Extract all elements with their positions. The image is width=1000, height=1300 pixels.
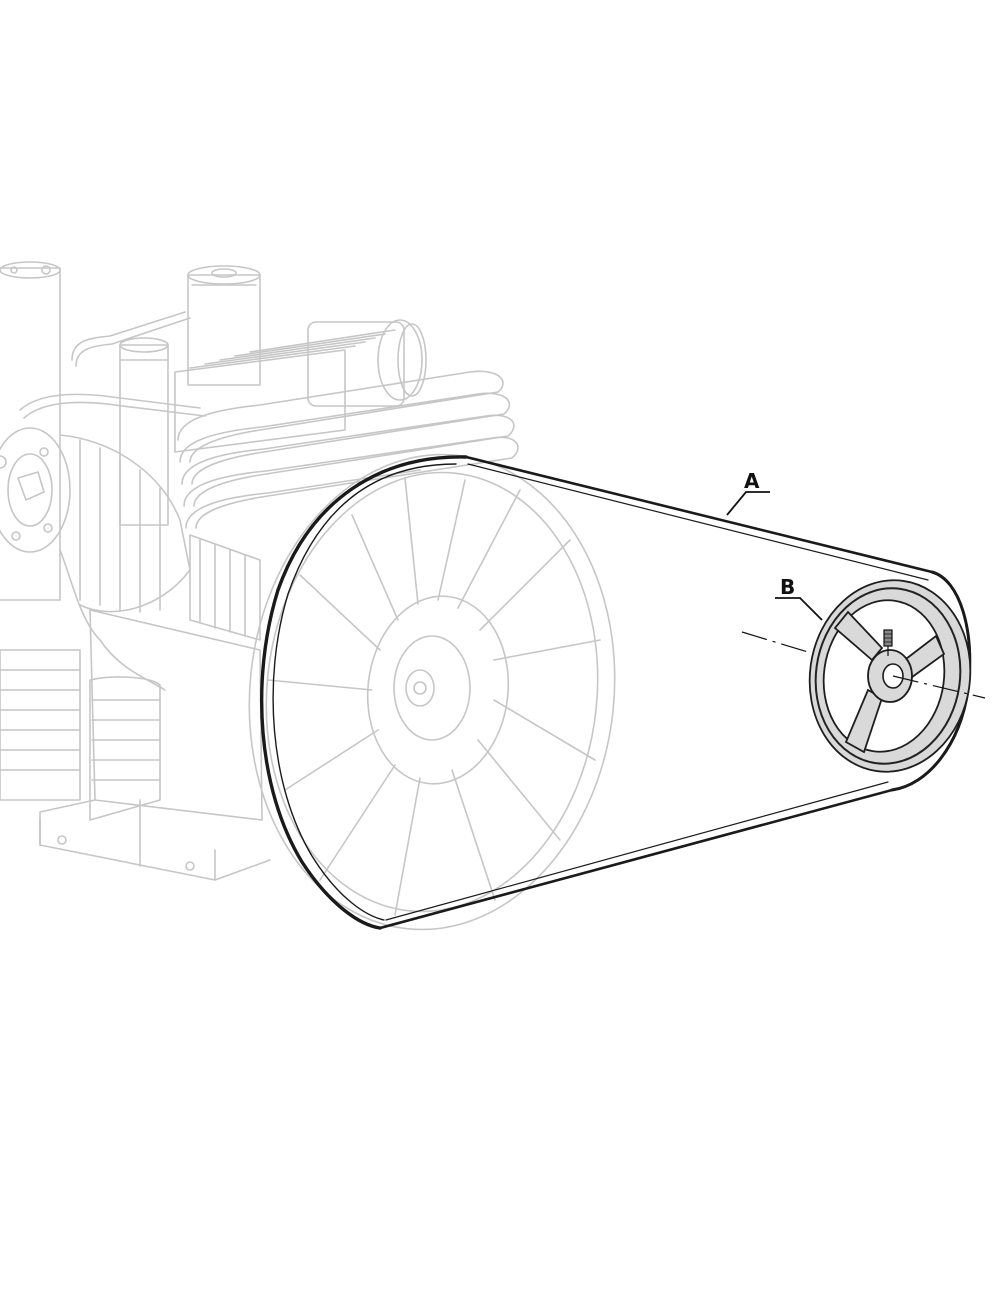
shaft-axis — [741, 631, 986, 699]
pulley-spokes — [833, 610, 946, 754]
callout-b-label: B — [780, 575, 795, 599]
center-cylinder — [187, 265, 261, 386]
fan-blades — [267, 477, 601, 916]
callout-a-label: A — [744, 469, 760, 493]
crankcase — [39, 609, 271, 881]
lower-cooler — [0, 549, 166, 821]
set-screw — [883, 629, 893, 656]
second-finned-cylinder — [189, 534, 261, 641]
finned-head — [0, 427, 191, 613]
v-belt — [260, 455, 972, 930]
cooler-coils — [177, 370, 519, 529]
top-canister — [307, 319, 427, 407]
compressor-block — [0, 261, 519, 881]
callout-b: B — [775, 575, 823, 621]
left-cylinder — [0, 261, 61, 601]
front-cylinder — [119, 337, 169, 526]
flywheel-fan — [248, 453, 616, 931]
top-pipes — [19, 311, 206, 419]
cooling-fins — [174, 329, 396, 453]
motor-pulley — [808, 579, 972, 773]
callout-a: A — [726, 469, 770, 516]
